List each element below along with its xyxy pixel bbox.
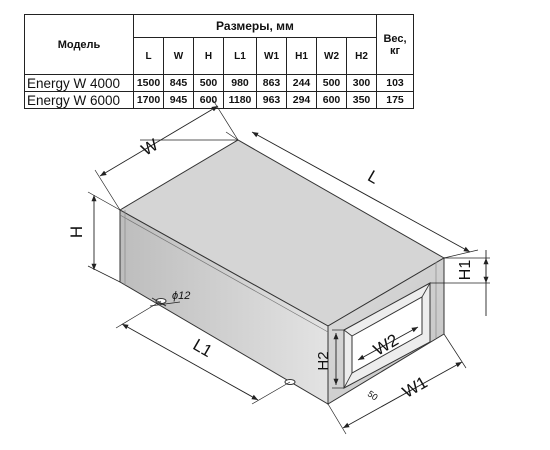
cell-w1: 863 [256, 74, 287, 92]
model-name: Energy W 4000 [24, 74, 134, 92]
label-flange: 50 [366, 389, 380, 403]
label-hole-diameter: ϕ12 [172, 290, 190, 302]
cell-w2: 600 [316, 91, 347, 109]
cell-h1: 294 [286, 91, 317, 109]
column-header-l1: L1 [223, 37, 257, 75]
weight-header-line1: Вес, [383, 32, 407, 45]
cell-weight: 175 [376, 91, 414, 109]
table-row: Energy W 4000 1500 845 500 980 863 244 5… [24, 74, 414, 92]
cell-l: 1700 [133, 91, 164, 109]
model-header: Модель [24, 14, 134, 75]
column-header-h2: H2 [346, 37, 377, 75]
table-row: Energy W 6000 1700 945 600 1180 963 294 … [24, 91, 414, 109]
dimension-h: H [67, 191, 121, 283]
dimensions-table: Модель Размеры, мм Вес, кг L W H L1 W1 H… [24, 14, 414, 109]
label-h2: H2 [315, 351, 332, 370]
dimensions-header: Размеры, мм [133, 14, 377, 38]
column-header-w: W [163, 37, 194, 75]
cell-l1: 980 [223, 74, 257, 92]
label-w1: W1 [399, 373, 431, 402]
label-w: W [138, 135, 161, 159]
dimension-h1: H1 [430, 250, 490, 316]
weight-header: Вес, кг [376, 14, 414, 75]
weight-header-line2: кг [389, 44, 401, 57]
column-header-h1: H1 [286, 37, 317, 75]
column-header-h: H [193, 37, 224, 75]
label-h: H [67, 226, 86, 238]
hole-diameter-callout: ϕ12 [149, 290, 190, 307]
label-l1: L1 [190, 335, 216, 361]
cell-weight: 103 [376, 74, 414, 92]
cell-h2: 350 [346, 91, 377, 109]
dimension-h2: H2 [315, 329, 344, 389]
model-name: Energy W 6000 [24, 91, 134, 109]
label-l: L [365, 166, 383, 187]
air-handler-box [118, 139, 445, 405]
cell-l1: 1180 [223, 91, 257, 109]
cell-w1: 963 [256, 91, 287, 109]
label-h1: H1 [457, 260, 474, 281]
